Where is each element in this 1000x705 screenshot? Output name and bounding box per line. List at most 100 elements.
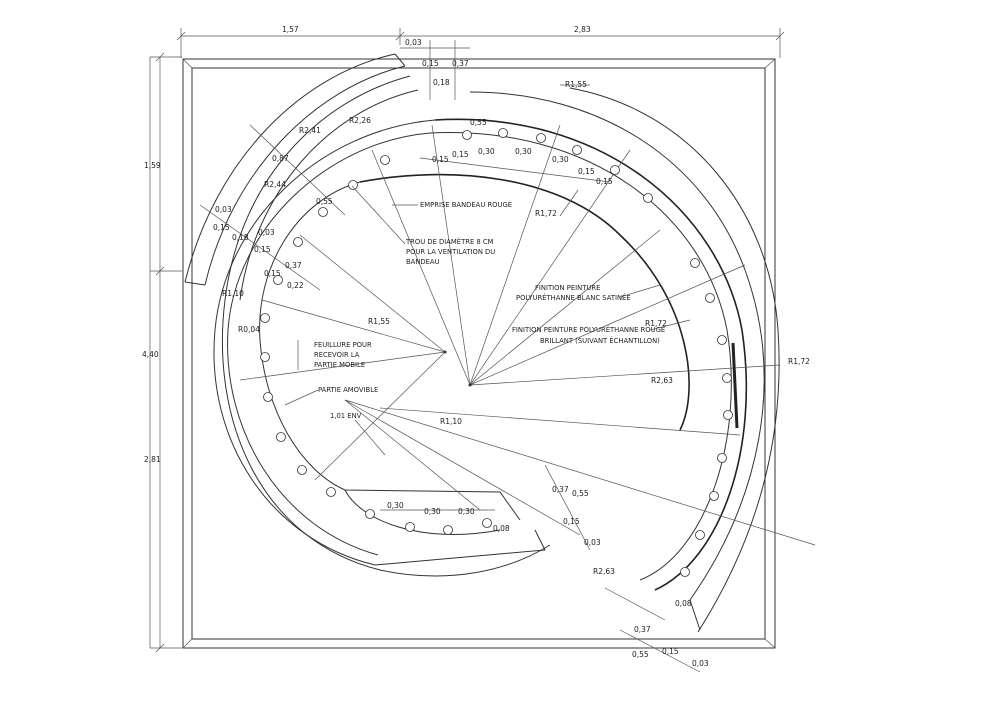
vent-hole xyxy=(722,373,732,383)
radial-lines xyxy=(239,124,816,546)
svg-text:0,55: 0,55 xyxy=(572,489,589,498)
svg-text:R1,72: R1,72 xyxy=(788,357,810,366)
vent-hole xyxy=(348,180,358,190)
top-dimension-line: 1,57 2,83 xyxy=(176,25,785,58)
svg-text:R1,10: R1,10 xyxy=(222,289,244,298)
svg-text:0,03: 0,03 xyxy=(692,659,709,668)
dim-height-bottom: 2,81 xyxy=(144,455,161,464)
dim-height-total: 4,40 xyxy=(142,350,159,359)
vent-hole xyxy=(318,207,328,217)
outer-spiral-band xyxy=(184,53,780,633)
svg-text:0,03: 0,03 xyxy=(258,228,275,237)
main-ring xyxy=(213,118,748,591)
svg-text:0,30: 0,30 xyxy=(458,507,475,516)
svg-text:0,55: 0,55 xyxy=(632,650,649,659)
vent-hole xyxy=(260,352,270,362)
svg-text:0,15: 0,15 xyxy=(422,59,439,68)
svg-text:0,03: 0,03 xyxy=(215,205,232,214)
svg-text:0,37: 0,37 xyxy=(634,625,651,634)
vent-hole xyxy=(717,335,727,345)
vent-hole xyxy=(482,518,492,528)
vent-hole xyxy=(717,453,727,463)
vent-hole xyxy=(498,128,508,138)
annotations: EMPRISE BANDEAU ROUGE TROU DE DIAMÈTRE 8… xyxy=(284,185,691,456)
svg-text:0,30: 0,30 xyxy=(478,147,495,156)
vent-hole xyxy=(260,313,270,323)
vent-hole xyxy=(380,155,390,165)
corner-dimensions: 0,08 0,37 0,55 0,15 0,03 xyxy=(604,587,709,673)
vent-hole xyxy=(709,491,719,501)
svg-text:0,87: 0,87 xyxy=(272,154,289,163)
svg-text:0,15: 0,15 xyxy=(452,150,469,159)
dim-width-left: 1,57 xyxy=(282,25,299,34)
svg-text:0,37: 0,37 xyxy=(285,261,302,270)
vent-holes xyxy=(260,128,733,577)
vent-hole xyxy=(643,193,653,203)
top-dimensions: 0,03 0,15 0,37 0,18 0,55 xyxy=(400,38,487,127)
svg-text:0,18: 0,18 xyxy=(232,233,249,242)
vent-hole xyxy=(572,145,582,155)
svg-text:R2,41: R2,41 xyxy=(299,126,321,135)
svg-text:0,30: 0,30 xyxy=(552,155,569,164)
svg-text:0,55: 0,55 xyxy=(316,197,333,206)
svg-text:BRILLANT (SUIVANT ÉCHANTILLON): BRILLANT (SUIVANT ÉCHANTILLON) xyxy=(540,336,660,345)
vent-hole xyxy=(405,522,415,532)
outer-frame xyxy=(182,58,776,649)
svg-text:R2,26: R2,26 xyxy=(349,116,371,125)
svg-text:0,15: 0,15 xyxy=(578,167,595,176)
svg-text:BANDEAU: BANDEAU xyxy=(406,258,440,266)
vent-hole xyxy=(365,509,375,519)
vent-hole xyxy=(293,237,303,247)
vent-hole xyxy=(536,133,546,143)
vent-hole xyxy=(705,293,715,303)
svg-text:R1,72: R1,72 xyxy=(535,209,557,218)
note-emprise: EMPRISE BANDEAU ROUGE xyxy=(420,201,512,209)
svg-text:R2,44: R2,44 xyxy=(264,180,286,189)
vent-hole xyxy=(610,165,620,175)
svg-text:0,30: 0,30 xyxy=(387,501,404,510)
vent-hole xyxy=(690,258,700,268)
svg-text:R0,04: R0,04 xyxy=(238,325,260,334)
svg-text:R1,55: R1,55 xyxy=(565,80,587,89)
svg-text:POUR LA VENTILATION DU: POUR LA VENTILATION DU xyxy=(406,248,495,256)
svg-text:0,30: 0,30 xyxy=(515,147,532,156)
note-finition-blanc: FINITION PEINTURE xyxy=(535,284,600,292)
svg-text:0,37: 0,37 xyxy=(552,485,569,494)
svg-text:0,08: 0,08 xyxy=(493,524,510,533)
svg-text:PARTIE MOBILE: PARTIE MOBILE xyxy=(314,361,365,369)
note-env: 1,01 ENV xyxy=(330,412,362,420)
svg-text:R2,63: R2,63 xyxy=(593,567,615,576)
note-finition-rouge: FINITION PEINTURE POLYURÉTHANNE ROUGE xyxy=(512,325,665,334)
vent-hole xyxy=(680,567,690,577)
center-point xyxy=(468,383,472,387)
svg-text:R1,72: R1,72 xyxy=(645,319,667,328)
left-dimension-line: 1,59 4,40 2,81 xyxy=(142,52,182,653)
svg-text:0,15: 0,15 xyxy=(596,177,613,186)
svg-text:POLYURÉTHANNE BLANC SATINÉE: POLYURÉTHANNE BLANC SATINÉE xyxy=(516,293,631,302)
svg-text:0,22: 0,22 xyxy=(287,281,304,290)
svg-text:0,30: 0,30 xyxy=(424,507,441,516)
top-row-dimensions: 0,15 0,15 0,30 0,30 0,30 0,15 0,15 xyxy=(419,147,613,186)
svg-text:0,08: 0,08 xyxy=(675,599,692,608)
svg-text:0,15: 0,15 xyxy=(264,269,281,278)
svg-text:R1,10: R1,10 xyxy=(440,417,462,426)
vent-hole xyxy=(263,392,273,402)
vent-hole xyxy=(723,410,733,420)
radius-labels: R2,41 R2,26 R2,44 R1,55 R1,72 R1,10 R0,0… xyxy=(222,80,810,576)
svg-text:0,03: 0,03 xyxy=(405,38,422,47)
vent-hole xyxy=(695,530,705,540)
svg-text:RECEVOIR LA: RECEVOIR LA xyxy=(314,351,360,359)
note-trou: TROU DE DIAMÈTRE 8 CM xyxy=(405,237,494,246)
svg-text:R1,55: R1,55 xyxy=(368,317,390,326)
inner-frame xyxy=(191,67,766,640)
left-dimensions: 0,87 0,03 0,15 0,18 0,03 0,15 0,37 0,15 … xyxy=(199,124,346,291)
svg-text:0,15: 0,15 xyxy=(662,647,679,656)
svg-text:0,03: 0,03 xyxy=(584,538,601,547)
note-feuillure: FEUILLURE POUR xyxy=(314,341,372,349)
vent-hole xyxy=(273,275,283,285)
svg-text:R2,63: R2,63 xyxy=(651,376,673,385)
svg-text:0,15: 0,15 xyxy=(254,245,271,254)
note-partie-amovible: PARTIE AMOVIBLE xyxy=(318,386,378,394)
vent-hole xyxy=(276,432,286,442)
